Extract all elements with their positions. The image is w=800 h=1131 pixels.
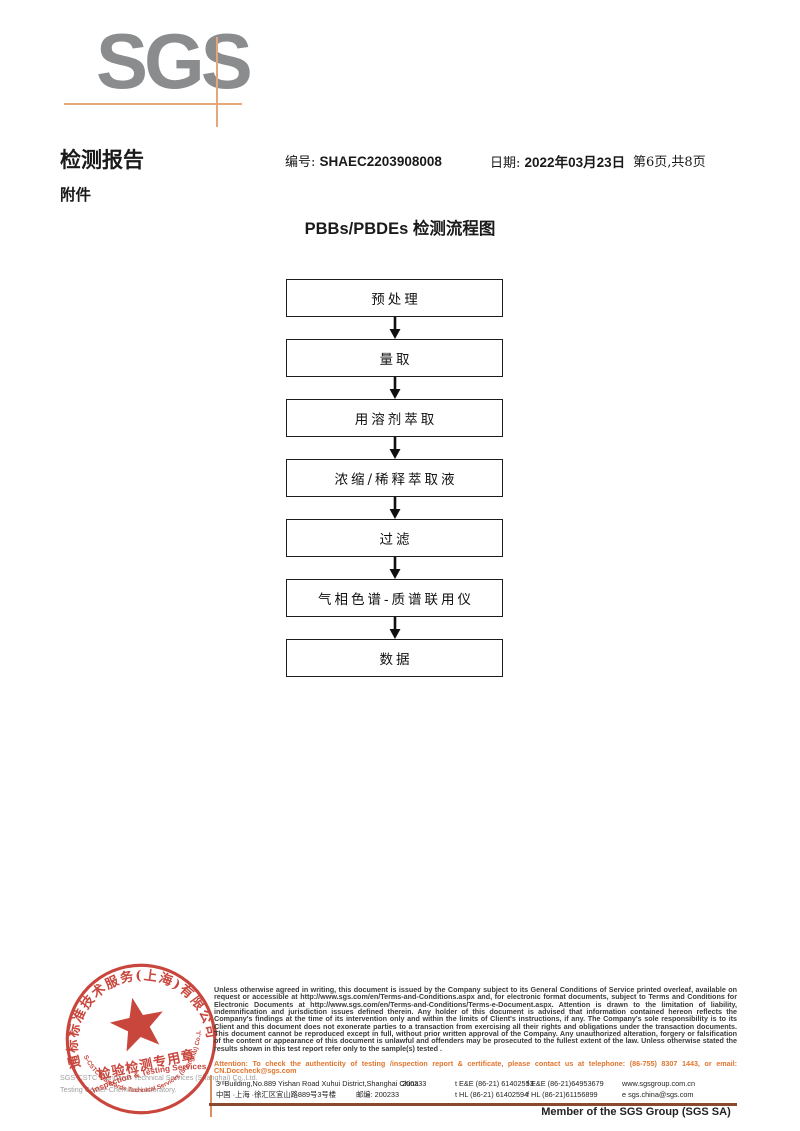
flow-step-solvent-extraction: 用溶剂萃取 (286, 399, 503, 437)
flowchart: 预处理 量取 用溶剂萃取 浓缩/稀释萃取液 过滤 气相色谱-质谱联用仪 数据 (286, 279, 503, 677)
fax-chinese: f HL (86-21)61156899 (527, 1090, 598, 1099)
footer-vertical-line (210, 1075, 212, 1117)
report-date: 日期: 2022年03月23日 (490, 151, 625, 171)
footer-horizontal-line (209, 1103, 737, 1106)
flow-step-gcms: 气相色谱-质谱联用仪 (286, 579, 503, 617)
lab-department-name: Testing Center-Chemical Laboratory. (60, 1085, 177, 1094)
sgs-membership-note: Member of the SGS Group (SGS SA) (541, 1106, 731, 1118)
address-english: 3ʳᵈBuilding,No.889 Yishan Road Xuhui Dis… (216, 1079, 419, 1088)
lab-company-name: SGS-CSTC Standards Technical Services (S… (60, 1073, 258, 1082)
telephone-english: t E&E (86-21) 61402553 (455, 1079, 534, 1088)
report-title: 检测报告 (60, 147, 144, 172)
flow-step-pretreatment: 预处理 (286, 279, 503, 317)
down-arrow-icon (389, 317, 400, 339)
email-address: e sgs.china@sgs.com (622, 1090, 694, 1099)
down-arrow-icon (389, 497, 400, 519)
down-arrow-icon (389, 617, 400, 639)
inspection-seal-stamp: 通标标准技术服务(上海)有限公司 检验检测专用章 Inspection & Te… (47, 945, 220, 1115)
flow-step-measure: 量取 (286, 339, 503, 377)
website-url: www.sgsgroup.com.cn (622, 1079, 695, 1088)
address-chinese: 中国 ·上海 ·徐汇区宜山路889号3号楼 (216, 1090, 337, 1099)
flow-step-concentrate-dilute: 浓缩/稀释萃取液 (286, 459, 503, 497)
fax-english: f E&E (86-21)64953679 (527, 1079, 604, 1088)
logo-vertical-line (216, 37, 218, 127)
report-number-label: 编号: (285, 155, 316, 170)
down-arrow-icon (389, 437, 400, 459)
report-date-value: 2022年03月23日 (524, 155, 626, 170)
down-arrow-icon (389, 377, 400, 399)
page-indicator: 第6页,共8页 (633, 155, 706, 170)
report-number: 编号: SHAEC2203908008 (285, 151, 442, 170)
postal-code-english: 200233 (402, 1079, 427, 1088)
attention-notice: Attention: To check the authenticity of … (214, 1059, 737, 1076)
postal-code-chinese: 邮编: 200233 (356, 1090, 399, 1099)
sgs-logo: SGS (96, 17, 253, 105)
flow-step-data: 数据 (286, 639, 503, 677)
logo-horizontal-line (64, 103, 242, 105)
down-arrow-icon (389, 557, 400, 579)
star-icon (109, 997, 163, 1052)
flowchart-title: PBBs/PBDEs 检测流程图 (304, 220, 496, 238)
report-date-label: 日期: (490, 156, 521, 171)
flow-step-filter: 过滤 (286, 519, 503, 557)
report-number-value: SHAEC2203908008 (319, 154, 442, 169)
attachment-label: 附件 (60, 185, 92, 204)
legal-disclaimer: Unless otherwise agreed in writing, this… (214, 985, 737, 1053)
telephone-chinese: t HL (86-21) 61402594 (455, 1090, 529, 1099)
